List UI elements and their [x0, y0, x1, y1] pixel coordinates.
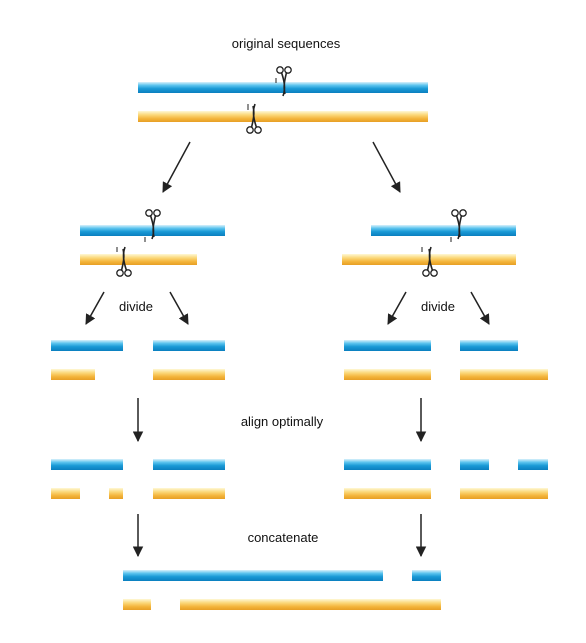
- scissors-icon: [275, 66, 293, 97]
- sequence-bar: [123, 599, 151, 610]
- arrow-icon: [372, 141, 401, 193]
- sequence-bar: [109, 488, 123, 499]
- scissors-icon: [145, 209, 161, 240]
- sequence-bar: [153, 459, 225, 470]
- label-divide-right: divide: [421, 299, 455, 314]
- sequence-bar: [460, 459, 489, 470]
- sequence-bar: [153, 488, 225, 499]
- arrow-icon: [387, 291, 407, 325]
- label-concatenate: concatenate: [247, 530, 319, 545]
- arrow-icon: [85, 291, 105, 325]
- arrow-icon: [470, 291, 490, 325]
- label-original-sequences: original sequences: [231, 36, 341, 51]
- sequence-bar: [460, 340, 518, 351]
- sequence-bar: [51, 459, 123, 470]
- scissors-icon: [116, 246, 132, 278]
- sequence-bar: [138, 82, 428, 93]
- sequence-bar: [138, 111, 428, 122]
- sequence-bar: [412, 570, 441, 581]
- sequence-bar: [51, 369, 95, 380]
- sequence-bar: [371, 225, 516, 236]
- sequence-bar: [344, 369, 431, 380]
- sequence-bar: [460, 488, 548, 499]
- scissors-icon: [421, 246, 439, 278]
- scissors-icon: [246, 103, 263, 134]
- arrow-icon: [169, 291, 189, 325]
- sequence-bar: [80, 254, 197, 265]
- sequence-bar: [51, 340, 123, 351]
- arrow-icon: [162, 141, 191, 193]
- sequence-bar: [153, 369, 225, 380]
- sequence-bar: [344, 459, 431, 470]
- sequence-bar: [51, 488, 80, 499]
- sequence-bar: [460, 369, 548, 380]
- scissors-icon: [450, 209, 468, 240]
- sequence-bar: [180, 599, 441, 610]
- sequence-bar: [518, 459, 548, 470]
- label-divide-left: divide: [119, 299, 153, 314]
- sequence-bar: [153, 340, 225, 351]
- sequence-bar: [123, 570, 383, 581]
- sequence-bar: [344, 340, 431, 351]
- label-align-optimally: align optimally: [240, 414, 324, 429]
- sequence-bar: [344, 488, 431, 499]
